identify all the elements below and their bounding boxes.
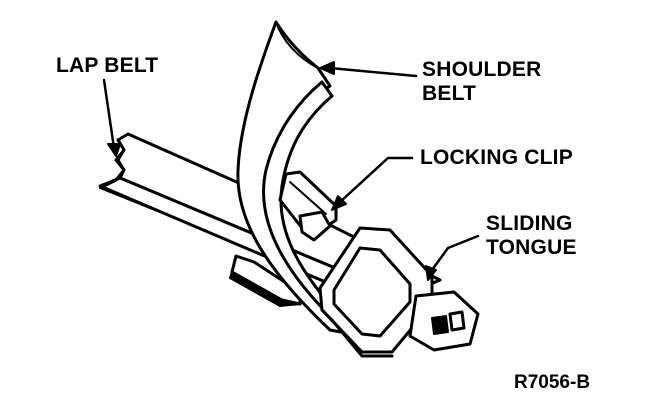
- locking-clip-arrowhead: [331, 195, 347, 211]
- lap-belt-arrowhead: [107, 143, 121, 157]
- locking-clip-label: LOCKING CLIP: [420, 146, 573, 169]
- locking-clip-leader: [338, 156, 414, 204]
- shoulder-belt-label-line2: BELT: [422, 82, 476, 105]
- sliding-tongue-arrowhead: [425, 265, 437, 281]
- sliding-tongue-leader: [430, 234, 480, 272]
- locking-clip-illustration: [278, 170, 338, 242]
- anchor-tab: [229, 254, 302, 307]
- sliding-tongue-label-line2: TONGUE: [486, 236, 577, 259]
- sliding-tongue-illustration: [318, 226, 480, 358]
- shoulder-belt-arrowhead: [319, 61, 335, 75]
- sliding-tongue-label-line1: SLIDING: [486, 212, 573, 235]
- figure-code: R7056-B: [514, 372, 590, 393]
- lap-belt-leader: [102, 78, 116, 150]
- leader-lines: [102, 61, 480, 281]
- lap-belt-label: LAP BELT: [56, 54, 158, 77]
- shoulder-belt-leader: [328, 66, 418, 78]
- shoulder-belt-label-line1: SHOULDER: [422, 58, 541, 81]
